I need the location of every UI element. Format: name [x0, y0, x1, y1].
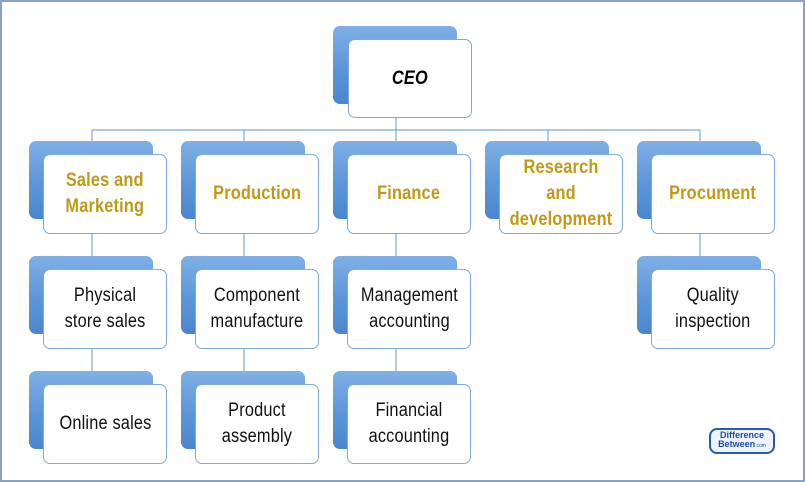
ceo-node: CEO — [333, 26, 473, 119]
department-production: Production — [181, 141, 321, 235]
unit-financial-accounting: Financial accounting — [333, 371, 473, 465]
unit-label: Financial accounting — [368, 400, 450, 447]
unit-management-accounting: Management accounting — [333, 256, 473, 350]
department-finance: Finance — [333, 141, 473, 235]
unit-label: Quality inspection — [675, 285, 751, 332]
logo-line2-text: Between — [718, 439, 756, 449]
department-procurement: Procument — [637, 141, 777, 235]
department-research-development: Research and development — [485, 141, 625, 235]
department-label: Research and development — [509, 157, 613, 230]
unit-label: Online sales — [59, 413, 151, 434]
ceo-label: CEO — [392, 67, 428, 89]
logo-suffix: .com — [755, 443, 766, 449]
unit-label: Management accounting — [360, 285, 458, 332]
unit-label: Component manufacture — [210, 285, 304, 332]
unit-label: Product assembly — [221, 400, 293, 447]
difference-between-logo: Difference Between.com — [709, 428, 775, 454]
unit-component-manufacture: Component manufacture — [181, 256, 321, 350]
logo-line1: Difference — [719, 430, 764, 440]
department-sales-marketing: Sales and Marketing — [29, 141, 169, 235]
department-label: Procument — [669, 183, 757, 204]
department-label: Finance — [377, 183, 441, 204]
unit-label: Physical store sales — [64, 285, 146, 332]
unit-quality-inspection: Quality inspection — [637, 256, 777, 350]
department-label: Sales and Marketing — [65, 170, 145, 217]
unit-online-sales: Online sales — [29, 371, 169, 465]
logo-line2: Between.com — [718, 440, 766, 451]
unit-product-assembly: Product assembly — [181, 371, 321, 465]
department-label: Production — [213, 183, 301, 204]
unit-physical-store-sales: Physical store sales — [29, 256, 169, 350]
